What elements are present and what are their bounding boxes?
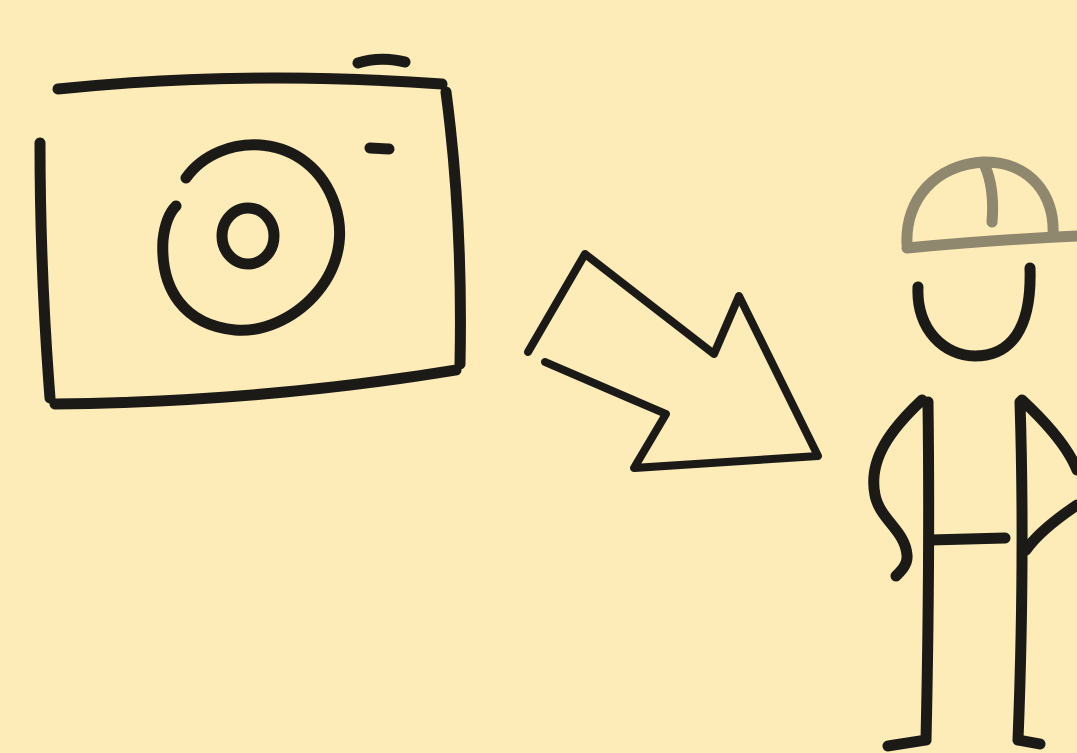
arrow-right-down-icon (528, 254, 818, 468)
worker-left-foot (888, 740, 926, 746)
camera-viewfinder (370, 148, 389, 149)
camera-shutter-button (358, 59, 405, 63)
construction-worker-icon (874, 162, 1077, 746)
camera-body-left (40, 143, 50, 398)
hard-hat-brim (907, 236, 1077, 248)
camera-body-top (58, 78, 442, 89)
camera-body-right (446, 92, 460, 364)
worker-left-arm (874, 400, 922, 576)
hard-hat-dome (907, 162, 1053, 244)
worker-left-leg (926, 402, 929, 740)
worker-body (874, 268, 1077, 746)
worker-right-arm (1022, 400, 1077, 470)
worker-face (918, 268, 1030, 356)
camera-lens-inner (222, 208, 274, 264)
camera-icon (40, 59, 460, 404)
worker-belt (930, 538, 1005, 540)
worker-right-arm-lower (1026, 505, 1077, 550)
worker-right-leg (1018, 402, 1022, 740)
camera-lens-outer (163, 145, 340, 330)
arrow-shape (528, 254, 818, 468)
camera-body-bottom (55, 370, 456, 404)
hard-hat-ridge (983, 162, 993, 222)
worker-right-foot (1018, 740, 1040, 744)
hard-hat-icon (907, 162, 1077, 248)
